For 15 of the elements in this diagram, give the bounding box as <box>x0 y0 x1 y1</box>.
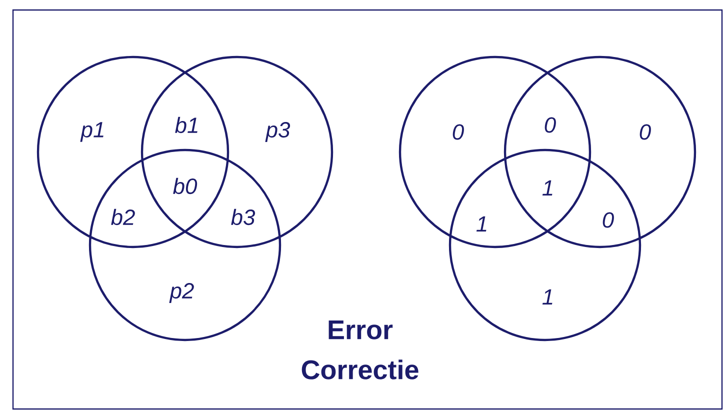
region-label: p2 <box>169 283 194 303</box>
region-label: p1 <box>80 122 104 142</box>
region-label: 0 <box>602 212 614 228</box>
region-label: b3 <box>231 208 256 226</box>
title: Error Correctie <box>302 320 418 380</box>
region-label: p3 <box>265 122 290 142</box>
region-label: 1 <box>542 289 552 305</box>
region-label: 0 <box>640 124 651 140</box>
region-label: 1 <box>476 216 486 232</box>
region-label: 0 <box>452 124 464 140</box>
region-label: b2 <box>111 208 135 226</box>
region-label: b1 <box>175 116 198 134</box>
region-label: 0 <box>544 117 556 133</box>
region-label: 1 <box>542 180 552 196</box>
region-label: b0 <box>173 178 198 194</box>
